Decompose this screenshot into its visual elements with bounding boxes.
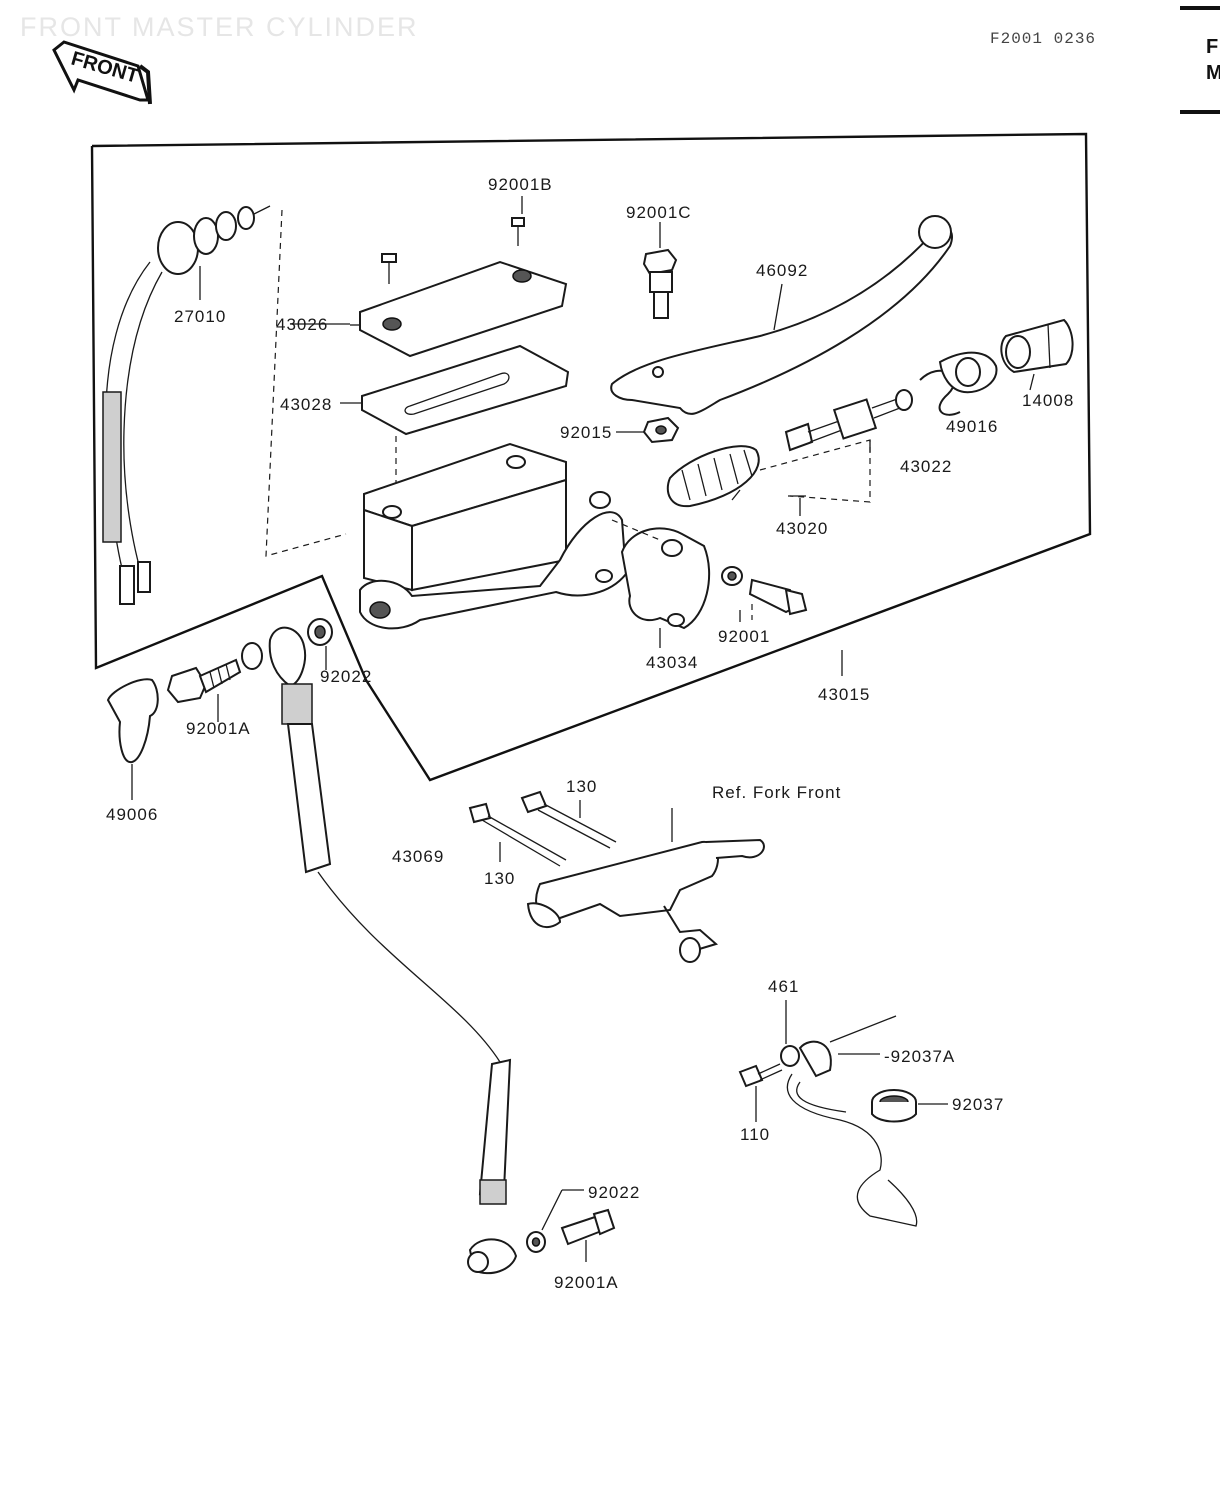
label-43026: 43026 — [276, 315, 328, 334]
label-ref-fork-front: Ref. Fork Front — [712, 783, 841, 802]
label-92001a-bottom: 92001A — [554, 1273, 619, 1292]
label-92001: 92001 — [718, 627, 770, 646]
hose-clamp-461 — [780, 1000, 918, 1227]
label-92015: 92015 — [560, 423, 612, 442]
banjo-bolt-92001a-bottom — [560, 1208, 616, 1262]
side-rule-top — [1180, 6, 1220, 10]
dashed-guide-left — [265, 209, 347, 557]
brake-lever-46092 — [610, 215, 953, 415]
clamp-bolt-92001 — [721, 566, 808, 620]
dashed-guide-right — [759, 439, 871, 503]
label-49016: 49016 — [946, 417, 998, 436]
label-92001c: 92001C — [626, 203, 692, 222]
piston-assembly-43022 — [784, 389, 913, 452]
label-43015: 43015 — [818, 685, 870, 704]
master-cylinder-body-43015 — [359, 442, 628, 630]
label-43069: 43069 — [392, 847, 444, 866]
brake-hose — [268, 626, 518, 1275]
pivot-bolt-92001c — [642, 222, 678, 319]
label-46092: 46092 — [756, 261, 808, 280]
return-spring-43020 — [666, 445, 806, 516]
adjuster-cap-14008 — [1000, 318, 1074, 391]
front-arrow-icon: FRONT — [52, 40, 152, 105]
diagram-code: F2001 0236 — [990, 30, 1097, 48]
label-92022-top: 92022 — [320, 667, 372, 686]
side-rule-bottom — [1180, 110, 1220, 114]
diagram-title: FRONT MASTER CYLINDER — [20, 12, 419, 42]
label-14008: 14008 — [1022, 391, 1074, 410]
mirror-clamp-43034 — [611, 519, 711, 630]
side-letter-1: F — [1206, 36, 1219, 58]
dust-boot-49016 — [919, 351, 998, 416]
label-92037: 92037 — [952, 1095, 1004, 1114]
label-461: 461 — [768, 977, 799, 996]
diaphragm-plate-43028 — [340, 344, 570, 436]
label-130-top: 130 — [566, 777, 597, 796]
label-43034: 43034 — [646, 653, 698, 672]
label-27010: 27010 — [174, 307, 226, 326]
grommet-92037 — [871, 1089, 948, 1123]
label-49006: 49006 — [106, 805, 158, 824]
label-43028: 43028 — [280, 395, 332, 414]
label-110: 110 — [740, 1125, 770, 1144]
reservoir-cap-43026 — [350, 260, 568, 358]
label-43020: 43020 — [776, 519, 828, 538]
label-92001a-top: 92001A — [186, 719, 251, 738]
clamp-screw-110 — [738, 1063, 783, 1122]
banjo-bolt-92001a-top — [166, 642, 263, 722]
pivot-nut-92015 — [616, 416, 680, 444]
banjo-washer-92022-bottom — [526, 1189, 584, 1253]
side-letter-2: M — [1206, 62, 1220, 84]
label-92001b: 92001B — [488, 175, 553, 194]
cap-screw-92001b — [381, 196, 525, 284]
banjo-washer-92022-top — [307, 618, 333, 670]
label-43022: 43022 — [900, 457, 952, 476]
bleeder-cap-49006 — [106, 678, 159, 800]
label-130-bottom: 130 — [484, 869, 515, 888]
bracket-bolts-130 — [468, 790, 617, 867]
label-92022-bottom: 92022 — [588, 1183, 640, 1202]
brake-light-switch-27010 — [102, 205, 271, 605]
label-92037a: -92037A — [884, 1047, 955, 1066]
hose-bracket-43069 — [526, 808, 765, 963]
assembly-frame — [90, 132, 1092, 782]
